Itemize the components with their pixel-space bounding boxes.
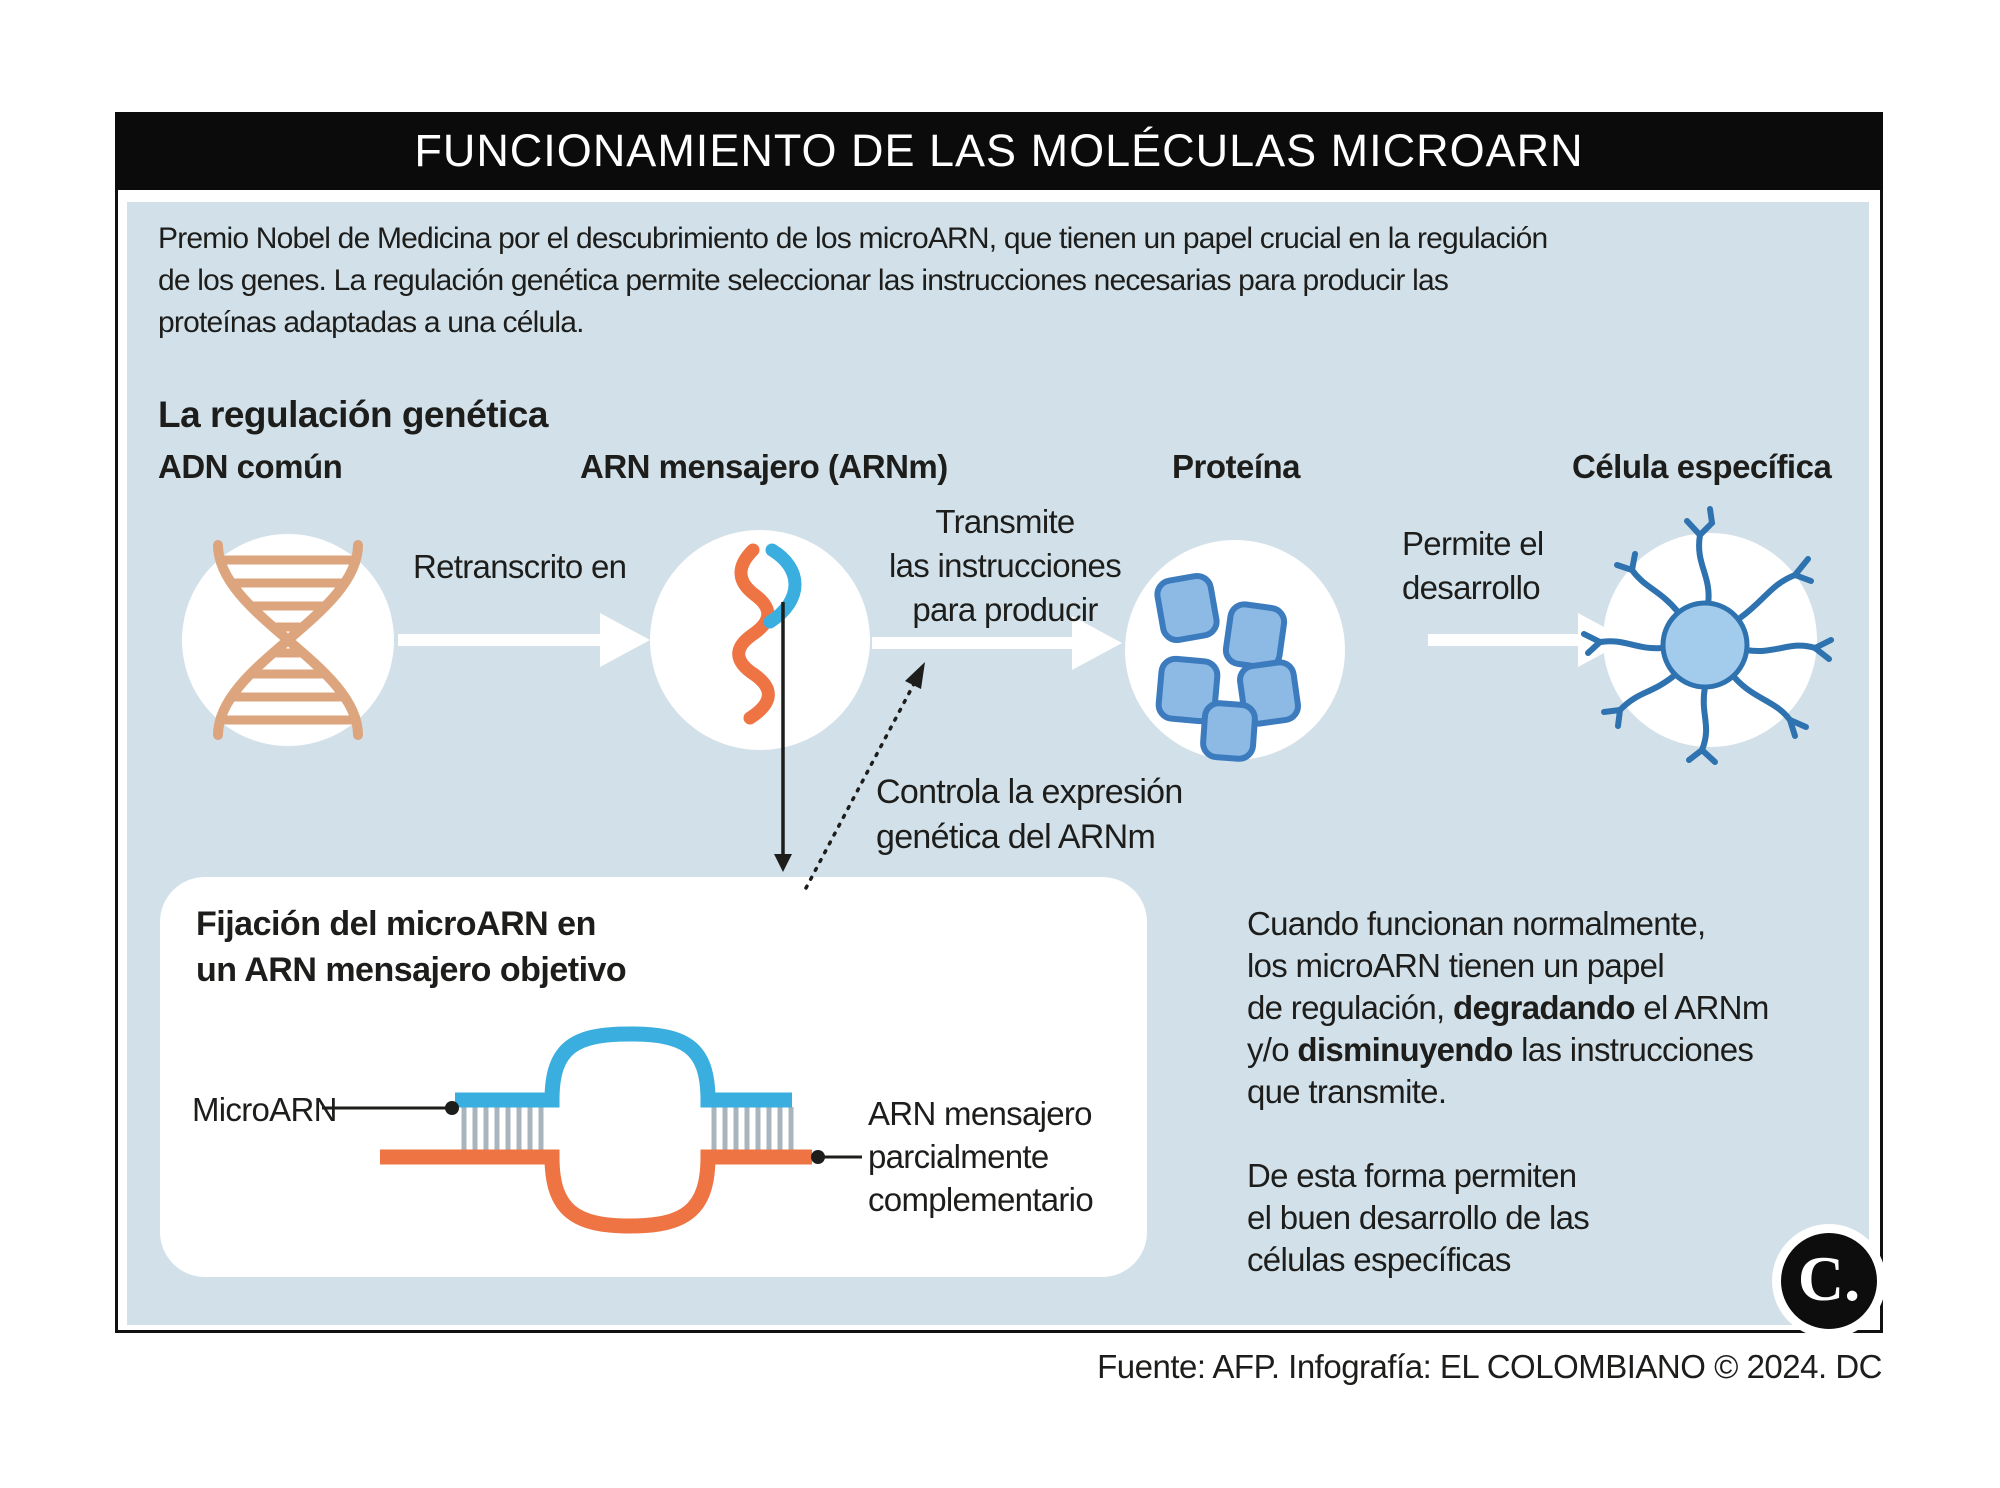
arrow1-label: Retranscrito en [413, 548, 627, 585]
fixation-box-heading: Fijación del microARN en un ARN mensajer… [196, 905, 627, 989]
intro-paragraph: Premio Nobel de Medicina por el descubri… [158, 222, 1548, 339]
side-text-line: de regulación, degradando el ARNm [1247, 989, 1769, 1026]
arrow2-label: Transmite las instrucciones para produci… [888, 503, 1122, 628]
microarn-label: MicroARN [192, 1091, 337, 1128]
side-text-line: De esta forma permiten [1247, 1157, 1577, 1194]
arnm-label: ARN mensajero parcialmente complementari… [868, 1095, 1094, 1218]
side-text-line: que transmite. [1247, 1073, 1447, 1110]
column-header-adn: ADN común [158, 448, 343, 485]
frame-border [115, 112, 1883, 1333]
arrow3-label: Permite el desarrollo [1402, 525, 1544, 606]
side-text: Cuando funcionan normalmente, los microA… [1247, 903, 1769, 1281]
side-text-line: el buen desarrollo de las [1247, 1199, 1590, 1236]
title-bar: FUNCIONAMIENTO DE LAS MOLÉCULAS MICROARN [115, 112, 1883, 190]
page-title: FUNCIONAMIENTO DE LAS MOLÉCULAS MICROARN [414, 125, 1584, 176]
logo-letter: C. [1797, 1243, 1861, 1314]
section-heading: La regulación genética [158, 394, 548, 435]
column-header-arnm: ARN mensajero (ARNm) [580, 448, 948, 485]
side-text-line: y/o disminuyendo las instrucciones [1247, 1031, 1754, 1068]
column-header-proteina: Proteína [1172, 448, 1301, 485]
side-text-line: los microARN tienen un papel [1247, 947, 1665, 984]
el-colombiano-logo: C. [1772, 1224, 1886, 1338]
paragraph-gap [1247, 1113, 1769, 1155]
control-label: Controla la expresión genética del ARNm [876, 773, 1183, 856]
source-credit: Fuente: AFP. Infografía: EL COLOMBIANO ©… [1097, 1348, 1882, 1385]
side-text-line: células específicas [1247, 1241, 1511, 1278]
column-header-celula: Célula específica [1572, 448, 1832, 485]
side-text-line: Cuando funcionan normalmente, [1247, 905, 1706, 942]
